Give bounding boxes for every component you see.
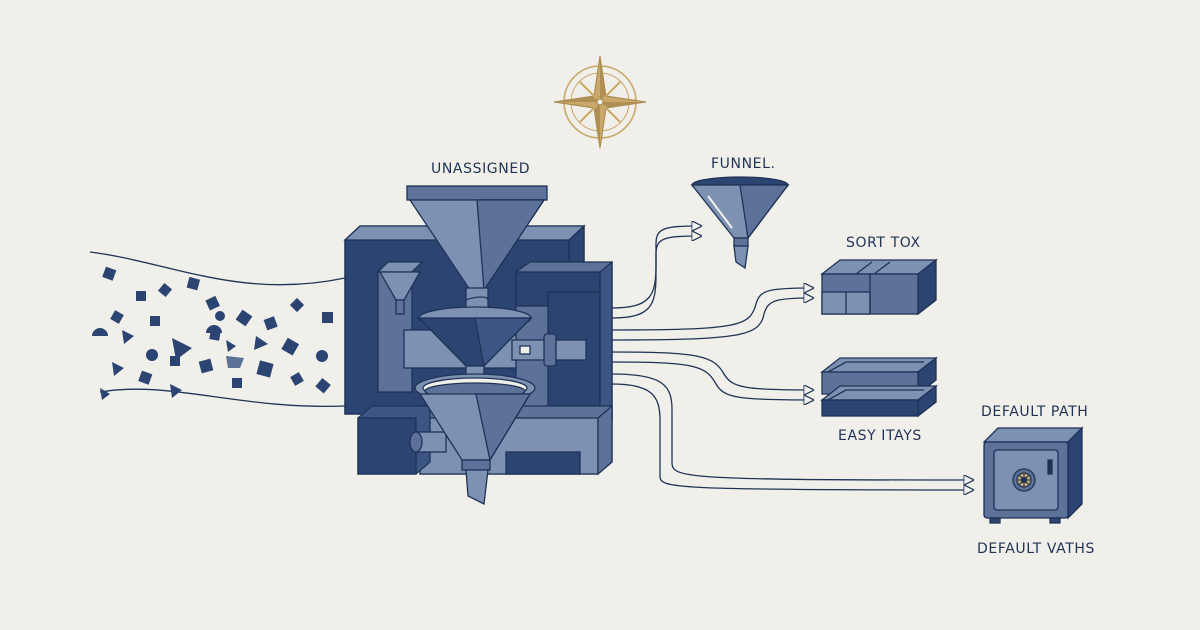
routing-arrows <box>611 226 972 490</box>
sort-box-icon <box>820 258 938 316</box>
safe-icon <box>982 426 1084 524</box>
easy-trays-label: EASY ITAYS <box>838 428 922 444</box>
default-vaults-label: DEFAULT VATHS <box>977 541 1096 557</box>
sorting-machine <box>343 185 613 505</box>
compass-rose-icon <box>553 55 647 149</box>
funnel-label: FUNNEL. <box>711 156 776 172</box>
tray-stack-icon <box>820 356 938 418</box>
sort-box-label: SORT TOX <box>846 235 921 251</box>
default-path-label: DEFAULT PATH <box>981 404 1089 420</box>
unsorted-items-stream <box>89 251 346 408</box>
funnel-icon <box>690 176 790 270</box>
unassigned-label: UNASSIGNED <box>431 161 531 177</box>
